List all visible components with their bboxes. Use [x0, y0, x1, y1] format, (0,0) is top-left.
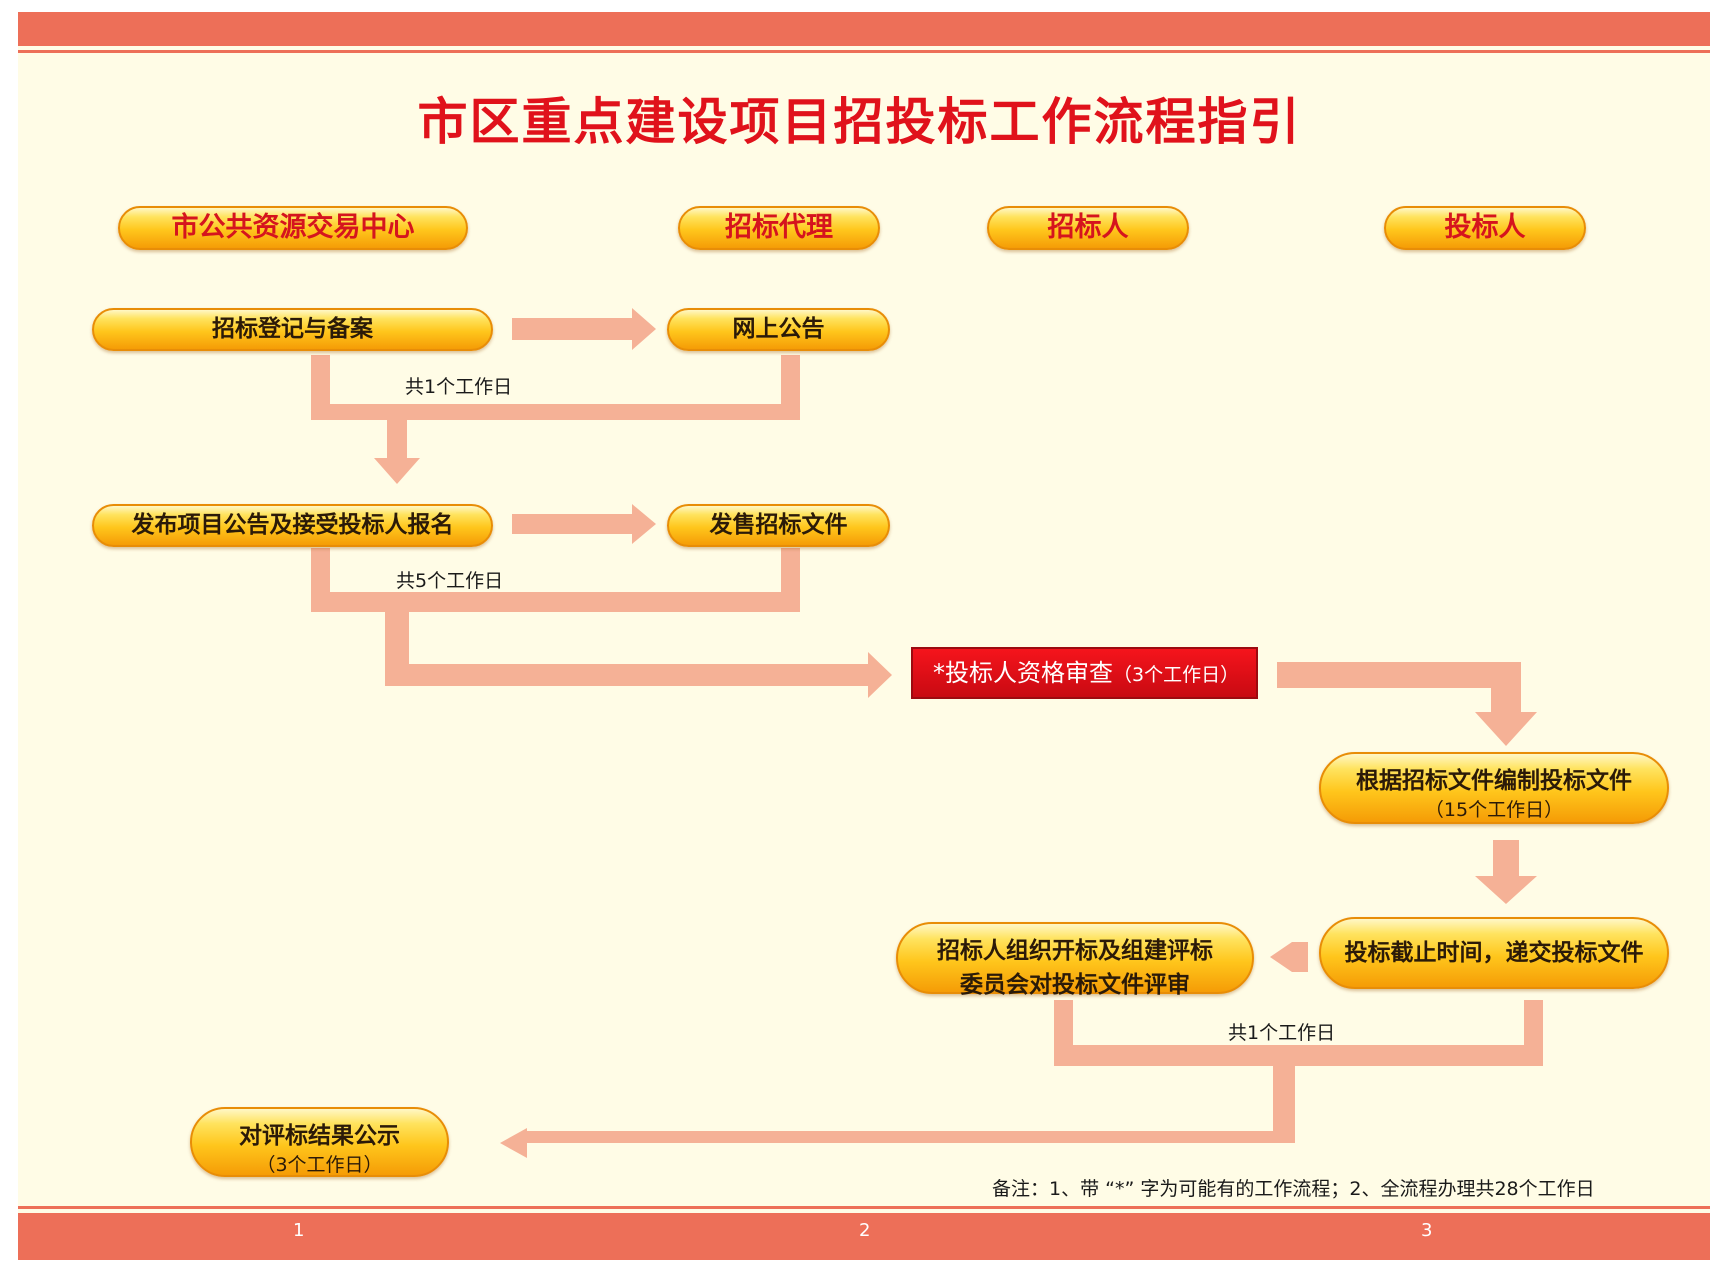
- top-band: [18, 12, 1710, 46]
- arrow-deadline-to-evaluate: [1270, 942, 1308, 972]
- page-number-1: 1: [293, 1220, 305, 1241]
- bracket-group-3: [1054, 1000, 1543, 1066]
- bottom-band: [18, 1213, 1710, 1260]
- footnote: 备注：1、带 “*” 字为可能有的工作流程；2、全流程办理共28个工作日: [992, 1178, 1595, 1200]
- duration-label-2: 共5个工作日: [396, 570, 504, 592]
- prepare-line-1: 根据招标文件编制投标文件: [1356, 768, 1632, 794]
- role-header-tenderer: 招标人: [987, 206, 1189, 250]
- prepare-line-2: （15个工作日）: [1424, 799, 1564, 821]
- step-sell-documents: 发售招标文件: [667, 504, 890, 547]
- role-header-agent: 招标代理: [678, 206, 880, 250]
- step-result-publicity: 对评标结果公示 （3个工作日）: [190, 1107, 449, 1177]
- step-prepare-bid: 根据招标文件编制投标文件 （15个工作日）: [1319, 752, 1669, 824]
- evaluate-line-1: 招标人组织开标及组建评标: [937, 938, 1213, 964]
- top-rule: [18, 50, 1710, 53]
- qualification-label: *投标人资格审查: [933, 659, 1113, 687]
- bracket-group-2: [311, 548, 800, 612]
- arrow-qualification-to-prepare: [1277, 662, 1537, 746]
- publicity-line-2: （3个工作日）: [256, 1154, 383, 1176]
- bottom-rule: [18, 1206, 1710, 1209]
- duration-label-3: 共1个工作日: [1228, 1022, 1336, 1044]
- page-number-2: 2: [859, 1220, 871, 1241]
- duration-label-1: 共1个工作日: [405, 376, 513, 398]
- arrow-prepare-to-deadline: [1475, 840, 1537, 904]
- step-online-notice: 网上公告: [667, 308, 890, 351]
- evaluate-line-2: 委员会对投标文件评审: [960, 972, 1190, 998]
- step-bid-deadline: 投标截止时间，递交投标文件: [1319, 917, 1669, 989]
- step-qualification-review: *投标人资格审查（3个工作日）: [911, 647, 1258, 699]
- bracket-group-1: [311, 355, 800, 420]
- page-title: 市区重点建设项目招投标工作流程指引: [417, 93, 1302, 151]
- qualification-days: （3个工作日）: [1113, 664, 1240, 686]
- role-header-bidder: 投标人: [1384, 206, 1586, 250]
- arrow-to-qualification: [385, 612, 892, 698]
- step-open-and-evaluate: 招标人组织开标及组建评标 委员会对投标文件评审: [896, 922, 1254, 998]
- arrow-publish-to-sell: [512, 504, 656, 544]
- publicity-line-1: 对评标结果公示: [239, 1123, 400, 1149]
- step-publish-notice: 发布项目公告及接受投标人报名: [92, 504, 493, 547]
- role-header-trading-center: 市公共资源交易中心: [118, 206, 468, 250]
- arrow-to-publicity: [500, 1066, 1295, 1158]
- step-register: 招标登记与备案: [92, 308, 493, 351]
- arrow-register-to-notice: [512, 308, 656, 350]
- arrow-down-to-publish: [374, 420, 420, 484]
- page-number-3: 3: [1421, 1220, 1433, 1241]
